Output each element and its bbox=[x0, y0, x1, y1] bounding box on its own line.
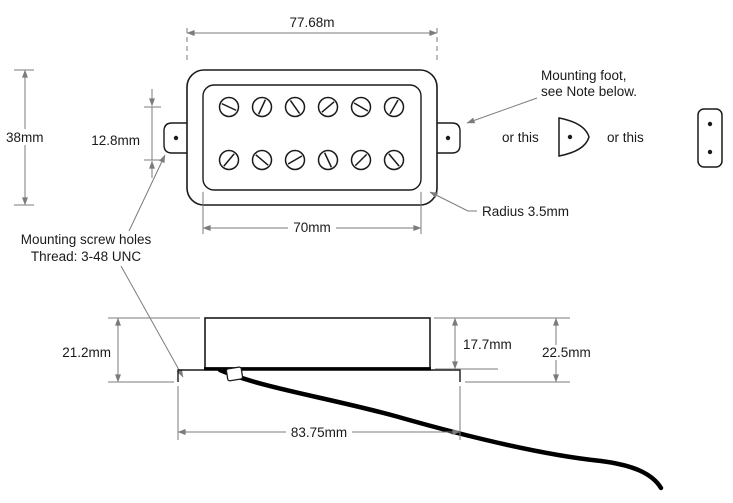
label-background bbox=[538, 345, 596, 360]
mounting-foot-left-outline bbox=[163, 122, 188, 154]
dimension-height: 38mm bbox=[3, 69, 47, 206]
screw-holes-note: Mounting screw holes Thread: 3-48 UNC bbox=[21, 154, 184, 378]
foot-style-rectangular bbox=[697, 108, 723, 168]
dim-label-side-left-height: 21.2mm bbox=[62, 345, 111, 360]
pole-screw bbox=[383, 96, 405, 118]
screw-hole-dot bbox=[567, 134, 573, 140]
output-cable bbox=[217, 367, 664, 491]
screw-hole-dot bbox=[707, 149, 713, 155]
rect-foot-outline bbox=[697, 108, 723, 168]
label-background bbox=[288, 220, 336, 235]
pole-screw bbox=[284, 149, 306, 171]
mounting-foot-left bbox=[163, 122, 188, 154]
mounting-foot-note-line2: see Note below. bbox=[541, 84, 637, 99]
top-view: 77.68m bbox=[3, 15, 723, 378]
rounded-foot-outline bbox=[558, 117, 590, 157]
leader-line-to-flange bbox=[120, 265, 184, 378]
dimension-top-width: 77.68m bbox=[186, 15, 438, 60]
screw-hole-dot bbox=[707, 121, 713, 127]
screw-hole-dot bbox=[173, 135, 179, 141]
screw-holes-note-line2: Thread: 3-48 UNC bbox=[31, 249, 142, 264]
leader-line-to-foot bbox=[128, 154, 166, 232]
baseplate-right-flange bbox=[430, 369, 461, 382]
pole-screw bbox=[350, 96, 372, 118]
screw-hole-dot bbox=[445, 135, 451, 141]
radius-label: Radius 3.5mm bbox=[482, 204, 569, 219]
alternative-feet: or this or this bbox=[502, 108, 723, 168]
dim-label-base-width: 83.75mm bbox=[291, 425, 347, 440]
or-this-label-2: or this bbox=[607, 130, 644, 145]
dim-label-top-width: 77.68m bbox=[289, 15, 334, 30]
pole-screw bbox=[350, 149, 372, 171]
side-view: 21.2mm 17.7mm 22.5mm 83.75mm bbox=[62, 317, 664, 491]
baseplate-left-flange bbox=[177, 369, 205, 382]
label-background bbox=[286, 424, 352, 440]
pole-screw bbox=[317, 96, 339, 118]
pole-screw bbox=[218, 96, 240, 118]
pole-screw bbox=[317, 149, 339, 171]
dim-label-total-height: 22.5mm bbox=[542, 345, 591, 360]
pole-screw bbox=[251, 96, 273, 118]
foot-style-rounded bbox=[558, 117, 590, 157]
mounting-foot-note-line1: Mounting foot, bbox=[541, 68, 627, 83]
label-background bbox=[3, 129, 47, 145]
screw-holes-note-line1: Mounting screw holes bbox=[21, 232, 152, 247]
dimension-body-height: 17.7mm bbox=[434, 317, 570, 370]
leader-line bbox=[429, 191, 477, 212]
dim-label-height: 38mm bbox=[6, 130, 44, 145]
radius-annotation: Radius 3.5mm bbox=[429, 191, 569, 219]
side-body-outline bbox=[204, 317, 431, 369]
mounting-foot-right bbox=[436, 122, 461, 154]
dimension-pole-spacing: 12.8mm bbox=[91, 89, 161, 178]
dim-label-inner-width: 70mm bbox=[293, 220, 331, 235]
dimension-total-height: 22.5mm bbox=[465, 317, 596, 383]
mounting-foot-right-outline bbox=[436, 122, 461, 154]
dimension-side-left-height: 21.2mm bbox=[62, 317, 200, 383]
pole-screw bbox=[383, 149, 405, 171]
dimension-inner-width: 70mm bbox=[202, 192, 422, 235]
pole-screws bbox=[218, 96, 405, 171]
dim-label-body-height: 17.7mm bbox=[463, 337, 512, 352]
pole-screw bbox=[218, 149, 240, 171]
or-this-label-1: or this bbox=[502, 130, 539, 145]
dimension-base-width: 83.75mm bbox=[177, 386, 461, 440]
mounting-foot-note: Mounting foot, see Note below. bbox=[466, 68, 637, 124]
pole-screw bbox=[284, 96, 306, 118]
cable-grommet bbox=[225, 366, 244, 382]
dim-label-pole-spacing: 12.8mm bbox=[91, 133, 140, 148]
leader-line bbox=[466, 97, 538, 124]
pole-screw bbox=[251, 149, 273, 171]
